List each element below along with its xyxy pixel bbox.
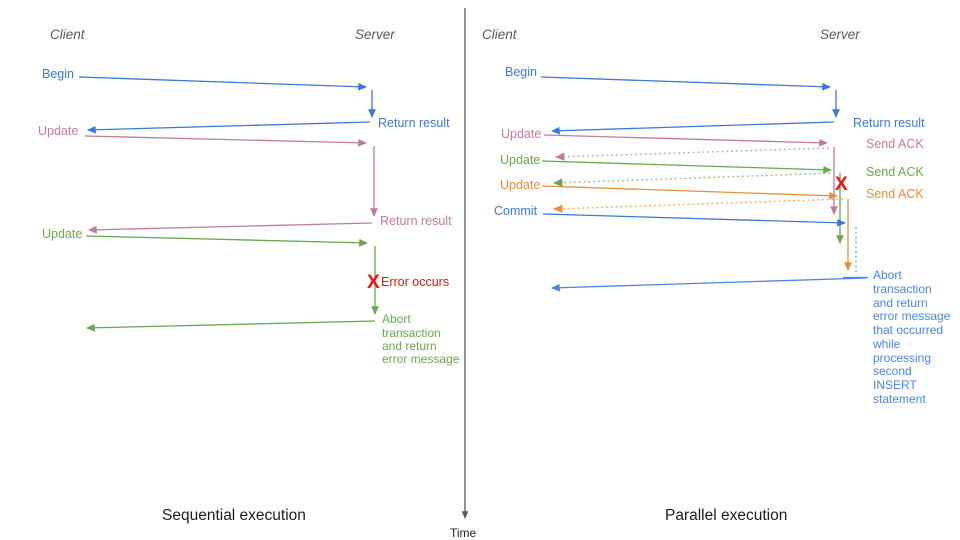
- right-caption: Parallel execution: [665, 507, 787, 524]
- right-send-ack-3-dotted-arrow: [552, 198, 844, 213]
- right-commit-request-arrow: [542, 213, 846, 227]
- left-return-result-2-label: Return result: [380, 214, 452, 228]
- right-update-1-label: Update: [501, 127, 541, 141]
- left-client-header: Client: [50, 27, 86, 42]
- right-server-header: Server: [820, 27, 860, 42]
- time-axis-label: Time: [450, 526, 477, 540]
- left-update-2-request-arrow: [85, 235, 368, 247]
- right-commit-label: Commit: [494, 204, 538, 218]
- right-abort-line-10: statement: [873, 392, 926, 406]
- time-axis: Time: [450, 8, 477, 540]
- left-abort-line-1: Abort: [382, 312, 411, 326]
- right-abort-line-5: that occurred: [873, 323, 943, 337]
- left-abort-line-4: error message: [382, 352, 460, 366]
- left-error-occurs-label: Error occurs: [381, 275, 449, 289]
- right-send-ack-1-label: Send ACK: [866, 137, 924, 151]
- right-send-ack-2-dotted-arrow: [552, 172, 836, 187]
- left-abort-return-arrow: [86, 320, 376, 332]
- right-send-ack-2-label: Send ACK: [866, 165, 924, 179]
- right-update-3-request-arrow: [541, 185, 838, 200]
- right-abort-line-4: error message: [873, 309, 951, 323]
- right-abort-line-2: transaction: [873, 282, 932, 296]
- right-abort-line-8: second: [873, 364, 912, 378]
- left-begin-label: Begin: [42, 67, 74, 81]
- left-begin-request-arrow: [78, 76, 367, 91]
- left-update-2-label: Update: [42, 227, 82, 241]
- left-return-result-1-arrow: [87, 121, 371, 134]
- right-abort-line-6: while: [872, 337, 901, 351]
- left-error-x-icon: X: [367, 272, 380, 293]
- left-return-result-1-label: Return result: [378, 116, 450, 130]
- right-error-x-icon: X: [835, 174, 848, 195]
- left-update-1-label: Update: [38, 124, 78, 138]
- left-return-result-2-arrow: [88, 222, 373, 234]
- right-abort-line-1: Abort: [873, 268, 902, 282]
- right-abort-line-9: INSERT: [873, 378, 917, 392]
- left-server-header: Server: [355, 27, 395, 42]
- right-update-3-label: Update: [500, 178, 540, 192]
- right-begin-request-arrow: [540, 76, 831, 91]
- left-update-1-request-arrow: [84, 135, 367, 147]
- right-return-result-arrow: [551, 121, 835, 135]
- right-send-ack-1-dotted-arrow: [554, 147, 830, 161]
- right-return-result-label: Return result: [853, 116, 925, 130]
- right-send-ack-3-label: Send ACK: [866, 187, 924, 201]
- right-client-header: Client: [482, 27, 518, 42]
- right-update-2-request-arrow: [541, 160, 832, 174]
- right-abort-line-7: processing: [873, 351, 931, 365]
- left-panel: Client Server Begin Return result Update…: [38, 27, 460, 524]
- left-abort-line-3: and return: [382, 339, 437, 353]
- right-begin-label: Begin: [505, 65, 537, 79]
- right-update-1-request-arrow: [543, 134, 828, 147]
- right-abort-return-arrow: [551, 277, 867, 292]
- right-update-2-label: Update: [500, 153, 540, 167]
- right-abort-line-3: and return: [873, 296, 928, 310]
- left-caption: Sequential execution: [162, 507, 306, 524]
- left-abort-line-2: transaction: [382, 326, 441, 340]
- right-panel: Client Server Begin Return result Update…: [482, 27, 951, 524]
